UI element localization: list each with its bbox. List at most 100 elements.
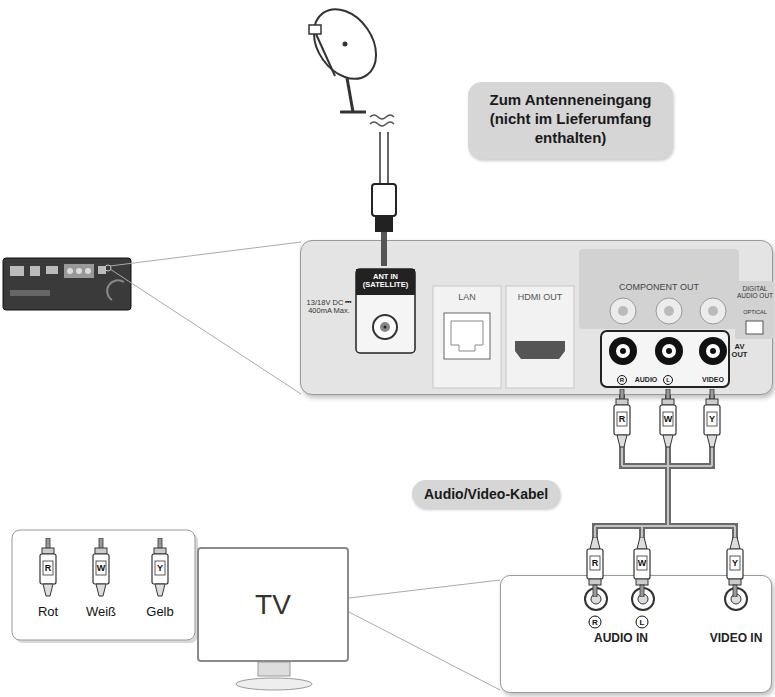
component-jacks [700, 298, 726, 324]
legend-frame [12, 530, 198, 643]
antenna-cable [380, 132, 388, 188]
tv-text: TV [255, 589, 291, 621]
player-device [64, 264, 94, 278]
player-device [10, 290, 50, 296]
satellite-dish [343, 42, 348, 47]
antenna-jack [356, 269, 415, 353]
component-jacks [708, 306, 718, 316]
optical-port [735, 281, 774, 339]
antenna-cable [379, 132, 381, 188]
callout-text: Zum Antenneneingang (nicht im Lieferumfa… [476, 91, 665, 147]
panel-label: AV OUT [730, 343, 749, 360]
input-label: VIDEO IN [691, 632, 775, 645]
panel-label: AUDIO [634, 376, 658, 384]
satellite-dish [301, 0, 389, 91]
jack-mark: L [663, 375, 673, 385]
tv-stand [258, 662, 290, 676]
lan-port [433, 286, 501, 388]
tv-input-jacks [638, 594, 648, 604]
satellite-dish [316, 34, 335, 76]
jack-mark: R [617, 375, 627, 385]
av-out-jacks [601, 331, 729, 387]
tv-input-panel: AUDIO IN VIDEO IN [500, 575, 772, 693]
av-out-jacks [710, 348, 716, 354]
panel-label: ANT IN (SATELLITE) [356, 273, 415, 290]
rca-plug [152, 538, 168, 596]
legend-text: Weiß [86, 604, 116, 619]
plug-letter: W [664, 415, 673, 424]
zoom-lines [349, 612, 500, 690]
signal-waves [370, 122, 394, 126]
antenna-cable [380, 132, 388, 188]
rca-plug [660, 389, 676, 447]
antenna-plug [372, 184, 396, 216]
component-jacks [656, 298, 682, 324]
lan-port [444, 313, 490, 359]
tv-input-jacks [585, 588, 747, 610]
satellite-dish [309, 25, 321, 34]
component-jacks [579, 249, 739, 329]
av-out-jacks [620, 348, 626, 354]
hdmi-port [515, 341, 565, 359]
antenna-jack [384, 326, 387, 329]
signal-waves [370, 115, 394, 126]
panel-artwork [301, 241, 774, 396]
plug-letter: Y [157, 564, 163, 573]
player-device [85, 268, 91, 274]
plug-letter: W [638, 559, 647, 568]
av-out-jacks [666, 348, 672, 354]
panel-label: 13/18V DC ⎓ 400mA Max. [304, 299, 354, 316]
rear-panel: 13/18V DC ⎓ 400mA Max.ANT IN (SATELLITE)… [300, 240, 773, 395]
av-cable [595, 395, 735, 575]
lan-port [451, 321, 483, 351]
satellite-dish [340, 111, 366, 114]
tv-stand [236, 662, 312, 690]
satellite-dish [301, 0, 389, 112]
av-out-jacks [609, 337, 637, 365]
callout-bubble: Zum Antenneneingang (nicht im Lieferumfa… [468, 82, 673, 159]
av-out-jacks [706, 344, 720, 358]
rca-plug [40, 389, 743, 597]
component-jacks [579, 249, 739, 329]
zoom-lines [349, 580, 500, 598]
player-device [76, 268, 82, 274]
player-device [67, 268, 73, 274]
component-jacks [610, 298, 636, 324]
lan-port [433, 286, 501, 388]
input-label: AUDIO IN [571, 632, 671, 645]
plug-letter: W [97, 564, 106, 573]
jack-mark: L [636, 616, 649, 629]
tv-screen: TV [197, 547, 349, 662]
tv-input-jacks [591, 594, 601, 604]
legend-text: Gelb [146, 604, 173, 619]
zoom-lines [110, 242, 301, 266]
hdmi-port [506, 286, 574, 388]
player-device [46, 266, 58, 274]
av-out-jacks [655, 337, 683, 365]
tv-stand [236, 678, 312, 690]
av-out-jacks [601, 331, 729, 387]
player-device [10, 266, 24, 276]
rca-plug [614, 389, 630, 447]
optical-port [735, 281, 774, 339]
rca-plug [704, 389, 720, 447]
player-device [30, 266, 40, 276]
antenna-plug [375, 216, 393, 232]
rca-plug [40, 538, 56, 596]
av-out-jacks [662, 344, 676, 358]
cable-outline [595, 395, 735, 575]
av-out-jacks [699, 337, 727, 365]
tv-input-jacks [585, 588, 607, 610]
hdmi-port [506, 286, 574, 388]
antenna-jack [356, 269, 415, 295]
plug-letter: Y [732, 559, 738, 568]
component-jacks [618, 306, 628, 316]
antenna-cable [387, 132, 389, 188]
antenna-jack [356, 269, 415, 353]
cable-label: Audio/Video-Kabel [412, 480, 560, 508]
zoom-lines [110, 269, 301, 394]
panel-label: OPTICAL [736, 309, 774, 315]
plug-letter: Y [709, 415, 715, 424]
player-device [107, 280, 124, 300]
rca-plug [93, 538, 109, 596]
